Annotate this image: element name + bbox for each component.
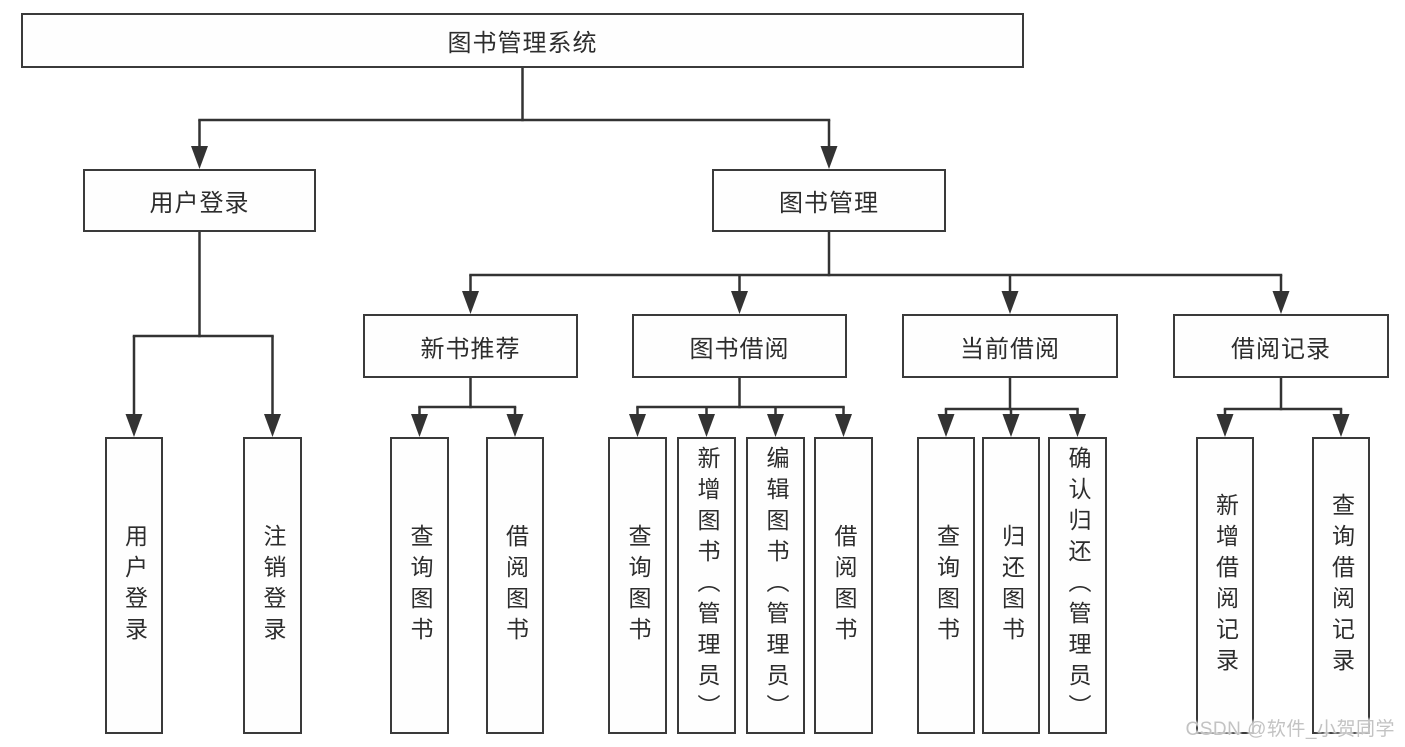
connector-arrowhead-icon: [125, 414, 143, 437]
node-book-management-branch: 图书管理: [712, 169, 946, 232]
connector-arrowhead-icon: [506, 414, 524, 437]
node-new-book-recommend: 新书推荐: [363, 314, 578, 378]
connector-arrowhead-icon: [1001, 291, 1019, 314]
node-user-login: 用户登录: [105, 437, 163, 734]
connector-arrowhead-icon: [1002, 414, 1020, 437]
connector-arrowhead-icon: [767, 414, 784, 437]
node-label: 图书管理系统: [447, 30, 598, 57]
node-add-books-admin: 新增图书（管理员）: [677, 437, 736, 734]
connector-arrowhead-icon: [835, 414, 852, 437]
node-logout: 注销登录: [243, 437, 302, 734]
connector-arrowhead-icon: [820, 146, 838, 169]
connector-arrowhead-icon: [731, 291, 748, 314]
node-borrow-books: 借阅图书: [814, 437, 873, 734]
node-label: 编辑图书（管理员）: [763, 446, 789, 725]
connector-arrowhead-icon: [629, 414, 646, 437]
connector-arrowhead-icon: [698, 414, 715, 437]
node-label: 当前借阅: [960, 335, 1060, 363]
node-label: 新增图书（管理员）: [694, 446, 720, 725]
connector-arrowhead-icon: [1069, 414, 1086, 437]
node-label: 借阅记录: [1231, 335, 1331, 363]
node-current-borrowing: 当前借阅: [902, 314, 1118, 378]
node-label: 图书管理: [779, 190, 879, 217]
node-label: 新增借阅记录: [1212, 492, 1239, 679]
node-label: 借阅图书: [831, 523, 857, 648]
node-query-books-borrowing: 查询图书: [608, 437, 667, 734]
node-label: 图书借阅: [689, 335, 790, 363]
node-label: 查询借阅记录: [1328, 492, 1355, 679]
csdn-watermark: CSDN @软件_小贺同学: [1185, 719, 1395, 740]
node-label: 注销登录: [260, 523, 286, 648]
connector-arrowhead-icon: [1272, 291, 1290, 314]
node-label: 新书推荐: [420, 335, 521, 363]
connector-arrowhead-icon: [264, 414, 281, 437]
connector-arrowhead-icon: [937, 414, 955, 437]
node-query-borrow-record: 查询借阅记录: [1312, 437, 1370, 734]
connector-arrowhead-icon: [411, 414, 428, 437]
connector-arrowhead-icon: [462, 291, 479, 314]
connector-arrowhead-icon: [1332, 414, 1350, 437]
node-query-books-current: 查询图书: [917, 437, 975, 734]
node-label: 查询图书: [407, 523, 433, 648]
node-label: 借阅图书: [502, 523, 529, 648]
node-library-management-system: 图书管理系统: [21, 13, 1024, 68]
node-query-books-recommend: 查询图书: [390, 437, 449, 734]
connector-arrowhead-icon: [191, 146, 208, 169]
node-label: 用户登录: [149, 190, 250, 217]
node-user-login-branch: 用户登录: [83, 169, 316, 232]
node-label: 查询图书: [625, 523, 651, 648]
node-edit-books-admin: 编辑图书（管理员）: [746, 437, 805, 734]
node-label: 用户登录: [121, 523, 148, 648]
node-return-books: 归还图书: [982, 437, 1040, 734]
node-book-borrowing: 图书借阅: [632, 314, 847, 378]
node-confirm-return-admin: 确认归还（管理员）: [1048, 437, 1107, 734]
node-borrow-books-recommend: 借阅图书: [486, 437, 544, 734]
node-label: 查询图书: [933, 523, 960, 648]
node-label: 确认归还（管理员）: [1065, 446, 1091, 725]
node-borrowing-records: 借阅记录: [1173, 314, 1389, 378]
node-label: 归还图书: [998, 523, 1025, 648]
node-add-borrow-record: 新增借阅记录: [1196, 437, 1254, 734]
connector-arrowhead-icon: [1216, 414, 1234, 437]
